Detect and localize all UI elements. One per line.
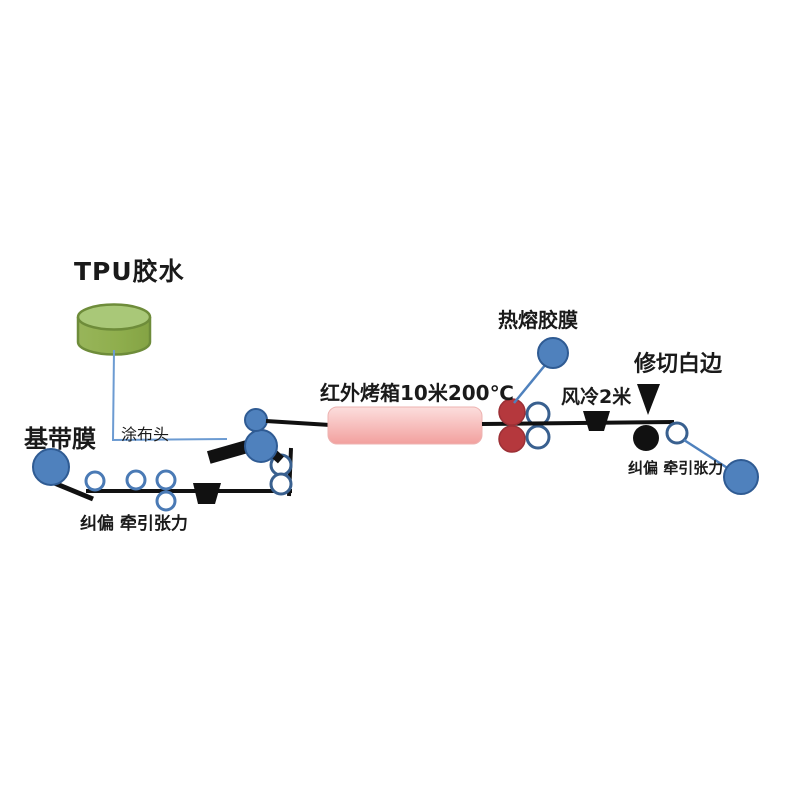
winder-roll <box>723 459 759 495</box>
tension-device-left-icon <box>193 483 221 504</box>
guide-roller-right <box>665 421 689 445</box>
label-air-cooling: 风冷2米 <box>561 386 632 408</box>
hotmelt-feed-line <box>513 363 547 404</box>
glue-tank-top-icon <box>76 303 152 331</box>
coating-roller-main <box>244 429 278 463</box>
label-tension-right: 纠偏 牵引张力 <box>628 459 724 477</box>
label-trim-edge: 修切白边 <box>634 352 723 377</box>
web-line-to-winder <box>683 438 730 471</box>
label-tpu-glue: TPU胶水 <box>74 257 185 286</box>
guide-roller <box>155 469 177 491</box>
unwind-roll <box>32 448 70 486</box>
guide-roller <box>125 469 147 491</box>
glue-pipe-line <box>111 349 228 442</box>
hotmelt-film-roll <box>537 337 569 369</box>
web-line-to-oven <box>265 419 331 427</box>
laminate-roller-red-bottom <box>498 425 526 453</box>
coating-guide-roller <box>269 472 293 496</box>
coating-blade-icon <box>206 440 250 464</box>
guide-roller <box>155 490 177 512</box>
coating-roller-top <box>244 408 268 432</box>
laminate-roller-red-top <box>498 398 526 426</box>
oven-body <box>327 406 483 445</box>
label-tension-left: 纠偏 牵引张力 <box>80 514 188 534</box>
label-coating-head: 涂布头 <box>121 425 170 444</box>
trim-cutter-icon <box>637 384 660 415</box>
nip-roller-back <box>525 424 551 450</box>
label-oven: 红外烤箱10米200℃ <box>320 381 514 405</box>
label-base-film: 基带膜 <box>24 425 96 453</box>
pull-roller-black <box>633 425 659 451</box>
guide-roller <box>84 470 106 492</box>
tension-device-right-icon <box>583 411 610 431</box>
label-hot-melt-film: 热熔胶膜 <box>498 308 578 332</box>
